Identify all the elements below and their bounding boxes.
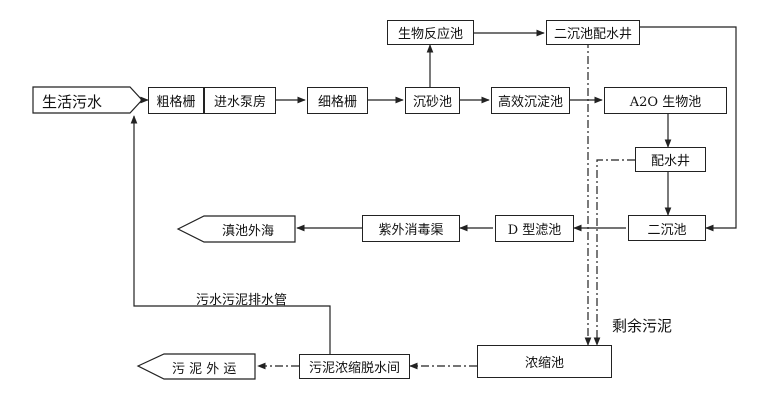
outfall-label: 滇池外海: [222, 224, 275, 239]
bioreactor-box: 生物反应池: [387, 20, 474, 45]
arrow-dist-well-sludge-to-thickener: [593, 159, 635, 346]
secondary-clarifier-box: 二沉池: [628, 215, 706, 241]
sludge-transport-label: 污 泥 外 运: [172, 362, 237, 377]
sludge-dewatering-room-box: 污泥浓缩脱水间: [299, 354, 410, 379]
excess-sludge-label: 剩余污泥: [612, 317, 673, 335]
arrow-drain-pipe: [130, 115, 331, 354]
outfall-pentagon-shape: [176, 215, 296, 243]
secondary-clarifier-distribution-well-box: 二沉池配水井: [546, 20, 640, 45]
domestic-sewage-label: 生活污水: [42, 93, 103, 111]
uv-disinfection-channel-box: 紫外消毒渠: [362, 215, 460, 242]
fine-screen-box: 细格栅: [307, 87, 368, 114]
grit-chamber-box: 沉砂池: [405, 87, 460, 114]
thickener-box: 浓缩池: [477, 345, 612, 378]
intake-pump-room-box: 进水泵房: [204, 87, 276, 114]
arrow-distwell-to-clarifier: [640, 26, 737, 232]
high-efficiency-sedimentation-box: 高效沉淀池: [491, 87, 570, 114]
distribution-well-box: 配水井: [635, 147, 706, 172]
d-filter-box: D 型滤池: [495, 215, 574, 242]
input-pentagon-shape: [32, 86, 143, 114]
drain-pipe-label: 污水污泥排水管: [196, 293, 288, 308]
coarse-screen-box: 粗格栅: [148, 87, 204, 114]
transport-pentagon-shape: [136, 353, 256, 380]
a2o-bio-tank-box: A2O 生物池: [604, 87, 727, 114]
